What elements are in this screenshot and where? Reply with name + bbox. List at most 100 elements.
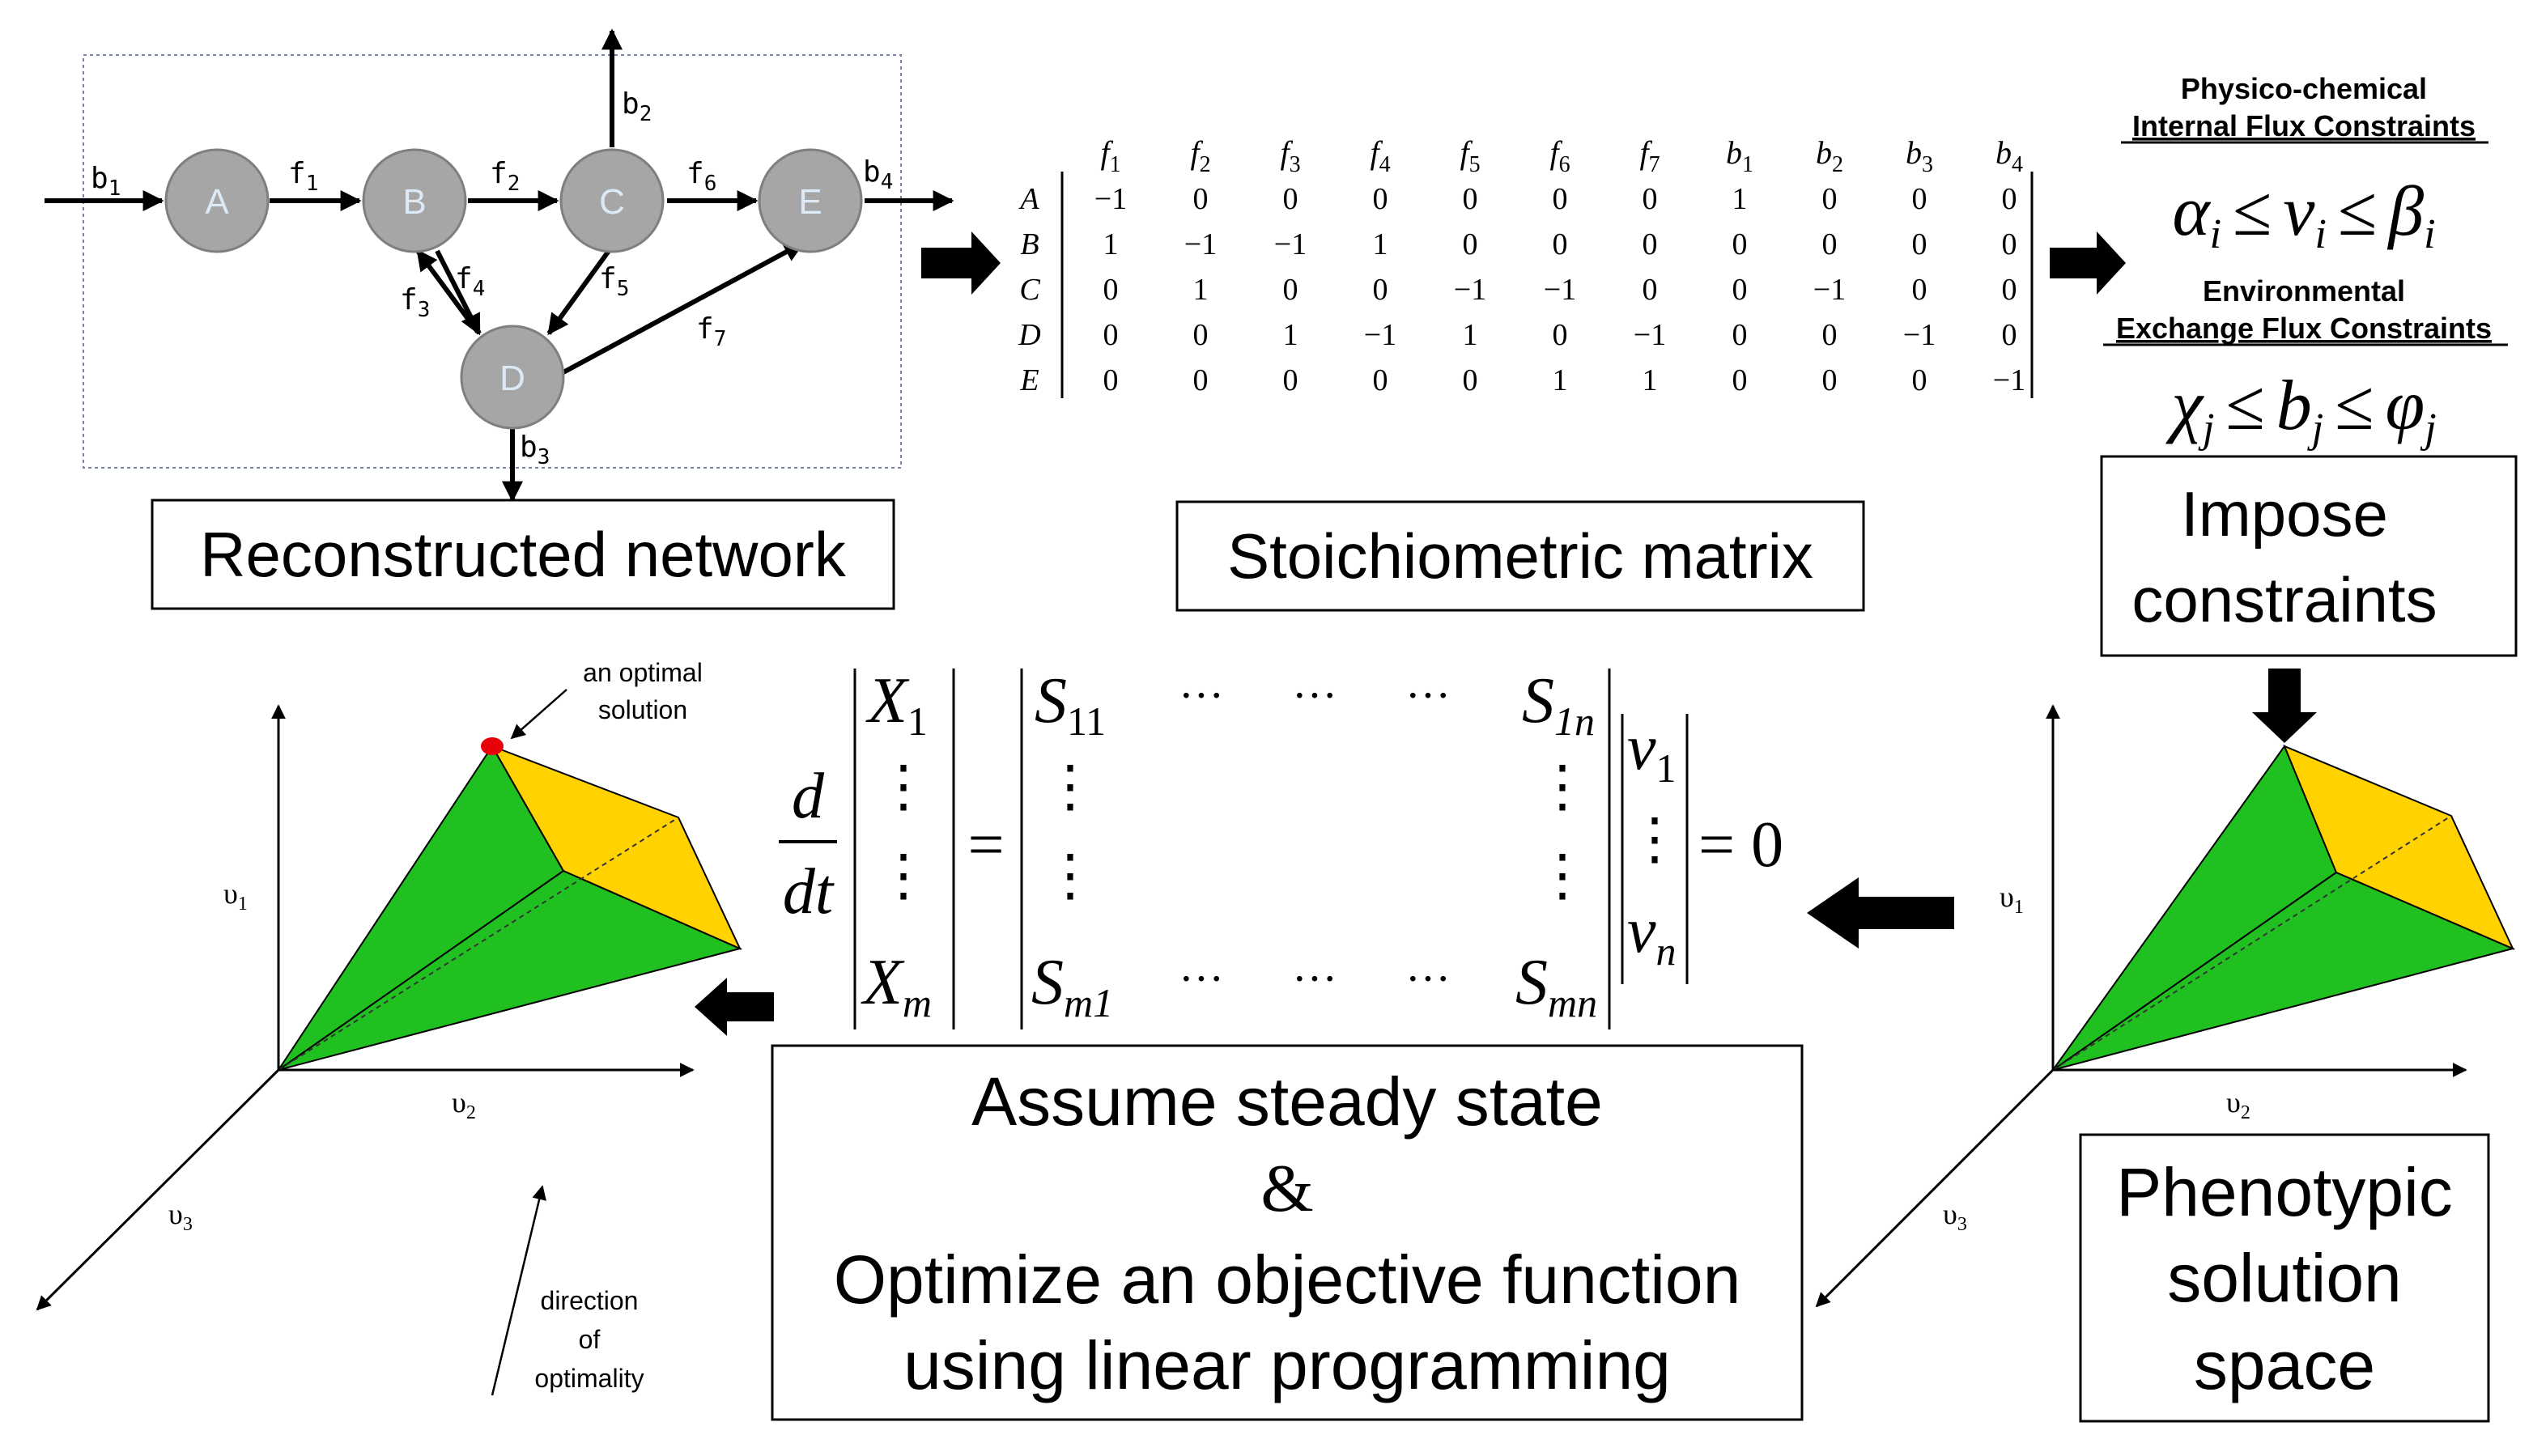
- matrix-cell: 0: [1193, 318, 1209, 352]
- axis-label-v1: υ1: [2000, 881, 2024, 918]
- hdots: ···: [1179, 954, 1224, 1004]
- constraints-label-line1: Impose: [2181, 478, 2388, 550]
- matrix-cell: −1: [1364, 318, 1396, 352]
- matrix-cell: 0: [1912, 273, 1927, 307]
- solution-space-label-line1: Phenotypic: [2116, 1154, 2453, 1230]
- steady-state-line1: Assume steady state: [971, 1063, 1603, 1140]
- matrix-row-label: D: [1018, 318, 1040, 352]
- eq-dt: dt: [783, 856, 835, 928]
- constraints-label-box: [2100, 455, 2518, 657]
- edge-label-b2: b2: [622, 87, 652, 126]
- edge-label-f1: f1: [288, 157, 318, 196]
- edge-label-f7: f7: [696, 312, 726, 351]
- hdots: ···: [1292, 954, 1337, 1004]
- direction-label-line2: of: [579, 1325, 601, 1354]
- matrix-cell: 0: [1373, 273, 1388, 307]
- matrix-label-box: [1175, 500, 1865, 612]
- matrix-row-label: C: [1019, 273, 1040, 307]
- edge-f4: [415, 248, 480, 333]
- matrix-label: Stoichiometric matrix: [1227, 520, 1813, 592]
- eq-xm: Xm: [861, 947, 932, 1025]
- solution-space-label-line3: space: [2194, 1327, 2375, 1403]
- vdots: ⋮: [1534, 845, 1591, 907]
- matrix-cell: −1: [1094, 182, 1127, 216]
- matrix-cell: 0: [1103, 363, 1119, 397]
- direction-label-line3: optimality: [534, 1364, 644, 1393]
- node-label: E: [798, 182, 822, 222]
- matrix-cell: 0: [1553, 318, 1568, 352]
- edge-f3: [435, 249, 482, 336]
- exchange-flux-formula: χj≤bj≤φj: [2165, 367, 2436, 452]
- matrix-cell: 1: [1643, 363, 1658, 397]
- flow-arrow-matrix-to-constraints: [2050, 231, 2126, 295]
- vdots: ⋮: [1042, 845, 1099, 907]
- flow-arrow-constraints-down: [2252, 669, 2317, 743]
- yellow-face: [490, 745, 742, 950]
- annotation-optimal-line2: solution: [598, 695, 687, 724]
- solution-space-label-line2: solution: [2167, 1240, 2402, 1316]
- eq-s11: S11: [1035, 665, 1106, 744]
- matrix-cell: 0: [1283, 363, 1298, 397]
- matrix-cell: −1: [1274, 227, 1307, 261]
- node-a: A: [164, 148, 270, 253]
- steady-state-line4: using linear programming: [903, 1327, 1671, 1403]
- eq-equals: =: [967, 809, 1004, 881]
- matrix-cell: 0: [1643, 273, 1658, 307]
- steady-state-line3: Optimize an objective function: [834, 1242, 1741, 1318]
- direction-of-optimality-arrow: [491, 1185, 546, 1396]
- eq-rhs: = 0: [1698, 809, 1783, 881]
- matrix-column-header: f4: [1370, 134, 1390, 177]
- matrix-column-header: b1: [1726, 134, 1753, 177]
- node-label: B: [402, 182, 426, 222]
- flow-arrow-to-equation: [1807, 877, 1954, 949]
- steady-state-box: [771, 1044, 1804, 1421]
- matrix-cell: 0: [1463, 182, 1478, 216]
- matrix-cell: 0: [2002, 318, 2017, 352]
- internal-flux-formula: αi≤vi≤βi: [2172, 172, 2435, 257]
- matrix-cell: −1: [1813, 273, 1846, 307]
- matrix-cell: −1: [1454, 273, 1486, 307]
- vdots: ⋮: [875, 756, 932, 818]
- matrix-cell: 0: [1732, 227, 1748, 261]
- matrix-cell: 1: [1193, 273, 1209, 307]
- matrix-cell: 0: [1822, 182, 1838, 216]
- matrix-cell: −1: [1993, 363, 2025, 397]
- matrix-column-header: f5: [1460, 134, 1480, 177]
- flow-arrow-to-optimum: [695, 978, 774, 1036]
- matrix-cell: −1: [1544, 273, 1576, 307]
- axis-label-v3: υ3: [1943, 1198, 1967, 1235]
- axis-label-v2: υ2: [452, 1086, 476, 1123]
- flow-arrow-network-to-matrix: [921, 231, 1001, 295]
- steady-state-ampersand: &: [1260, 1151, 1313, 1226]
- node-b: B: [362, 148, 467, 253]
- matrix-column-header: b3: [1906, 134, 1933, 177]
- hdots: ···: [1405, 954, 1451, 1004]
- constraints-heading-internal-underlined: Internal Flux Constraints: [2132, 109, 2476, 142]
- eq-s1n: S1n: [1522, 665, 1595, 744]
- constraints-heading-exchange: Environmental: [2203, 274, 2405, 308]
- network-label-box: [151, 499, 895, 610]
- matrix-cell: 0: [1732, 363, 1748, 397]
- network-panel: A B C E D b1 f1 f2 f3 f4 f5 f6 f7 b2: [45, 28, 954, 610]
- matrix-cell: 0: [1463, 363, 1478, 397]
- matrix-row-label: A: [1018, 182, 1039, 216]
- eq-smn: Smn: [1515, 947, 1597, 1025]
- edge-f7: [562, 240, 805, 375]
- matrix-column-header: f2: [1190, 134, 1210, 177]
- matrix-cell: 1: [1283, 318, 1298, 352]
- matrix-cell: 0: [1283, 273, 1298, 307]
- eq-d: d: [792, 761, 825, 832]
- edge-label-f5: f5: [599, 262, 629, 301]
- node-c: C: [559, 148, 665, 253]
- matrix-cell: 0: [1912, 182, 1927, 216]
- axis-label-v1: υ1: [223, 877, 248, 915]
- matrix-cell: 0: [1912, 363, 1927, 397]
- matrix-cell: 0: [1553, 227, 1568, 261]
- matrix-cell: 0: [1193, 363, 1209, 397]
- matrix-cell: 0: [1732, 318, 1748, 352]
- matrix-column-header: b4: [1995, 134, 2023, 177]
- constraints-heading-internal: Physico-chemical: [2181, 72, 2427, 105]
